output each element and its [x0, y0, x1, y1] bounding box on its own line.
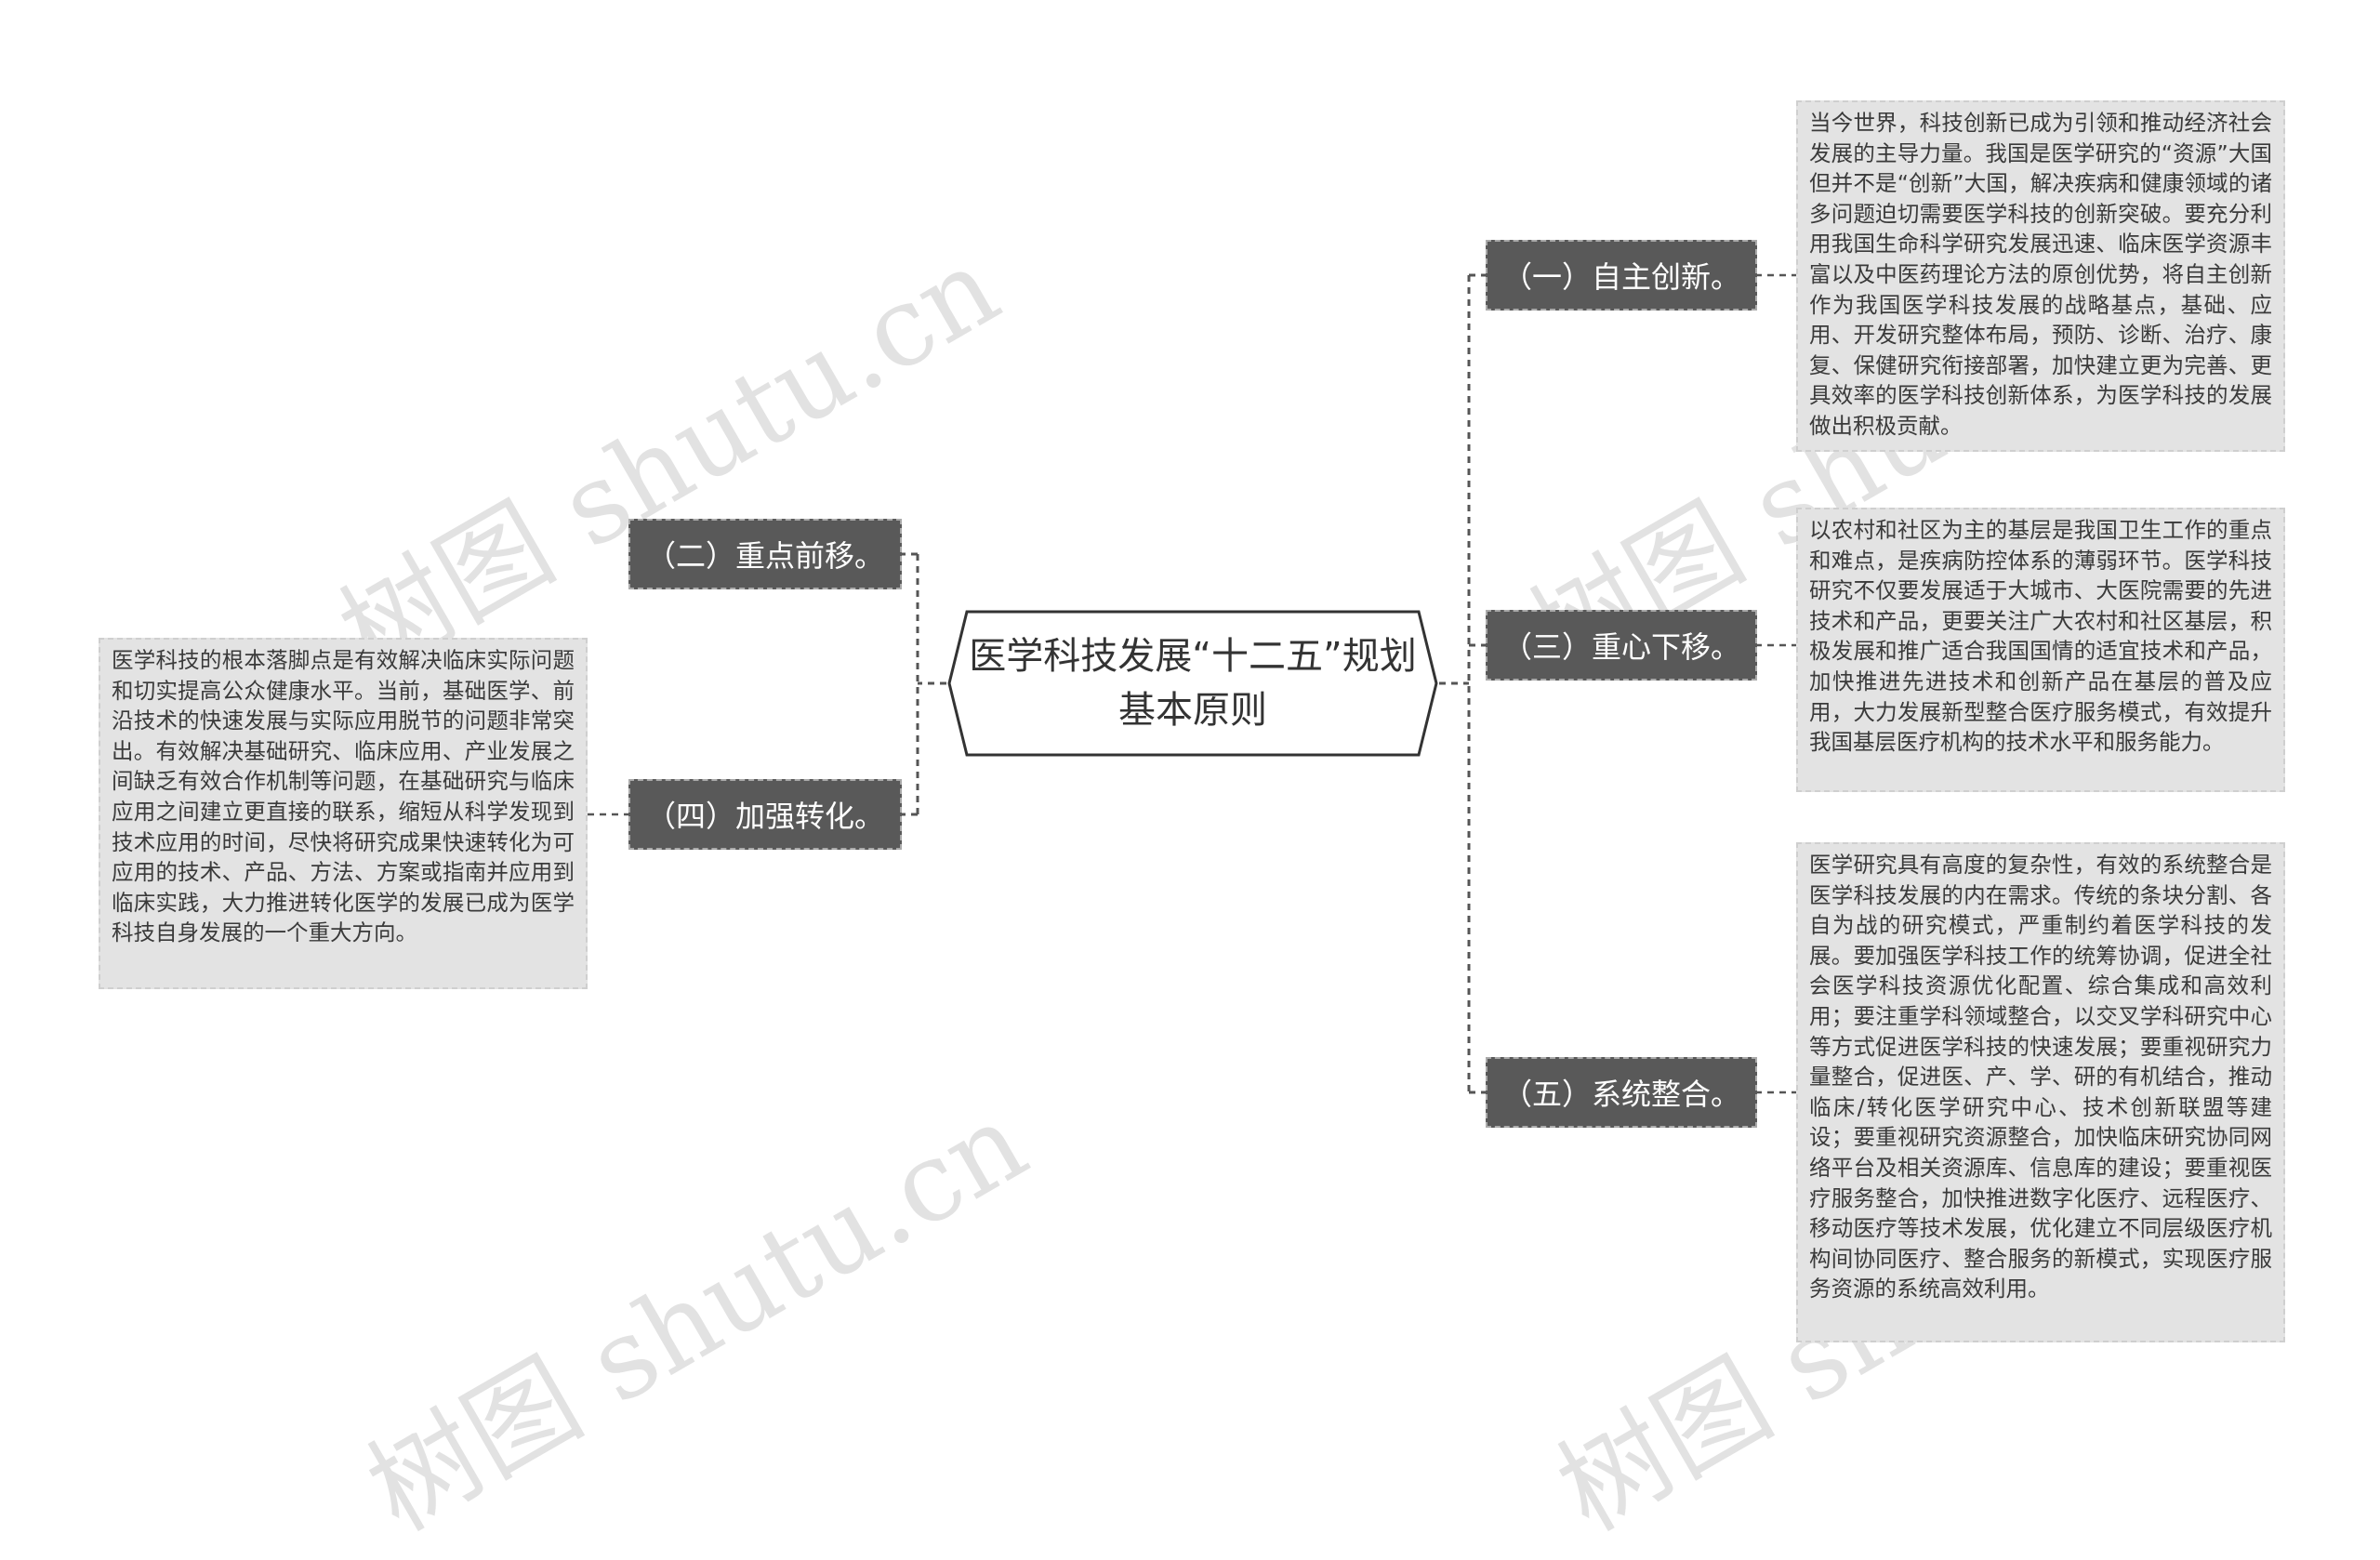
- branch-system-integration[interactable]: （五）系统整合。: [1486, 1057, 1757, 1128]
- leaf-focus-downward-text: 以农村和社区为主的基层是我国卫生工作的重点和难点，是疾病防控体系的薄弱环节。医学…: [1796, 508, 2285, 792]
- leaf-strengthen-translation-text: 医学科技的根本落脚点是有效解决临床实际问题和切实提高公众健康水平。当前，基础医学…: [99, 638, 588, 989]
- central-topic-title: 医学科技发展“十二五”规划基本原则: [969, 635, 1417, 732]
- central-topic[interactable]: 医学科技发展“十二五”规划基本原则: [946, 609, 1439, 758]
- branch-focus-forward[interactable]: （二）重点前移。: [628, 519, 902, 589]
- leaf-self-innovation-text: 当今世界，科技创新已成为引领和推动经济社会发展的主导力量。我国是医学研究的“资源…: [1796, 100, 2285, 452]
- mindmap-canvas: 树图 shutu.cn 树图 shutu.cn 树图 shutu.cn 树图 s…: [99, 100, 2285, 1555]
- leaf-system-integration-text: 医学研究具有高度的复杂性，有效的系统整合是医学科技发展的内在需求。传统的条块分割…: [1796, 842, 2285, 1342]
- branch-strengthen-translation[interactable]: （四）加强转化。: [628, 779, 902, 850]
- branch-focus-downward[interactable]: （三）重心下移。: [1486, 610, 1757, 681]
- central-topic-shape: [947, 610, 1438, 757]
- branch-self-innovation[interactable]: （一）自主创新。: [1486, 240, 1757, 311]
